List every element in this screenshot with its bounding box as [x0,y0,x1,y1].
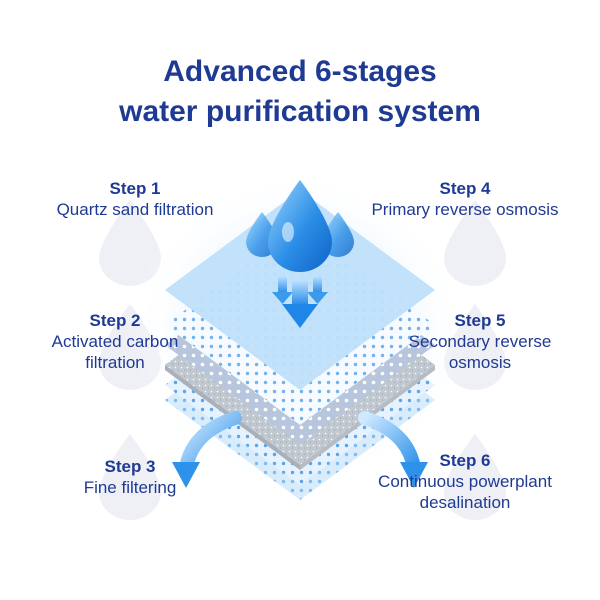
background-drop-icon [444,200,506,286]
step-description: Secondary reverse osmosis [408,332,552,372]
background-drop-icon [444,434,506,520]
step-description: Primary reverse osmosis [371,200,559,219]
step-4-label: Step 4 Primary reverse osmosis [370,178,560,220]
water-drop-icon [246,180,354,272]
page-title-line-1: Advanced 6-stages [163,55,437,88]
curved-arrow-icon [172,411,428,488]
step-5-label: Step 5 Secondary reverse osmosis [385,310,575,373]
step-description: Fine filtering [83,478,177,497]
down-arrow-icon [272,276,328,328]
step-number: Step 1 [109,179,161,198]
step-2-label: Step 2 Activated carbon filtration [20,310,210,373]
step-1-label: Step 1 Quartz sand filtration [40,178,230,220]
step-6-label: Step 6 Continuous powerplant desalinatio… [350,450,580,513]
step-number: Step 2 [89,311,141,330]
step-number: Step 6 [439,451,491,470]
step-3-label: Step 3 Fine filtering [35,456,225,498]
step-description: Quartz sand filtration [56,200,214,219]
page-title-line-2: water purification system [119,95,481,128]
background-drop-icon [99,434,161,520]
step-description: Activated carbon filtration [51,332,179,372]
step-number: Step 3 [104,457,156,476]
step-number: Step 5 [454,311,506,330]
step-description: Continuous powerplant desalination [378,472,552,512]
step-number: Step 4 [439,179,491,198]
